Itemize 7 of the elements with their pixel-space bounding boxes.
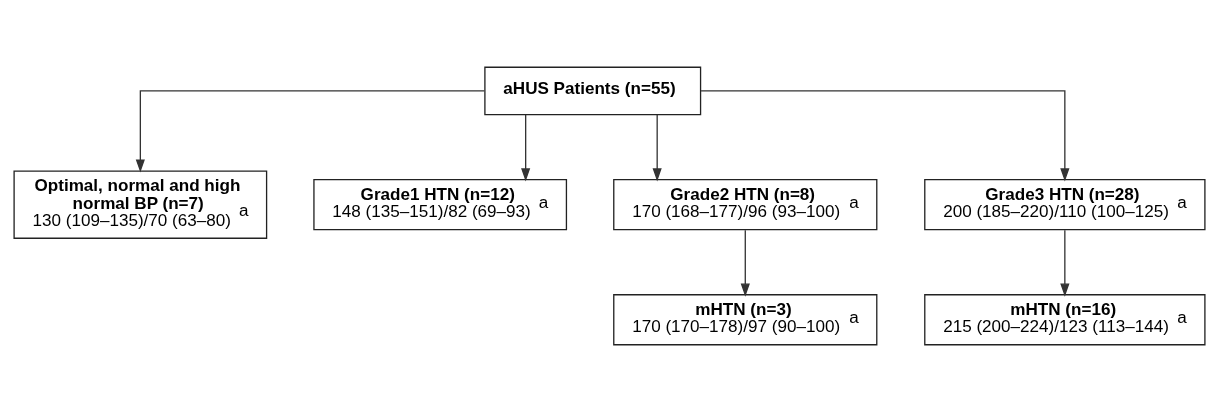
node-box: aHUS Patients (n=55) — [484, 66, 702, 116]
arrow — [700, 90, 1070, 182]
arrow — [1060, 229, 1070, 297]
arrow — [652, 114, 662, 182]
arrow — [521, 114, 531, 182]
arrow — [740, 229, 750, 297]
arrow — [135, 90, 486, 173]
